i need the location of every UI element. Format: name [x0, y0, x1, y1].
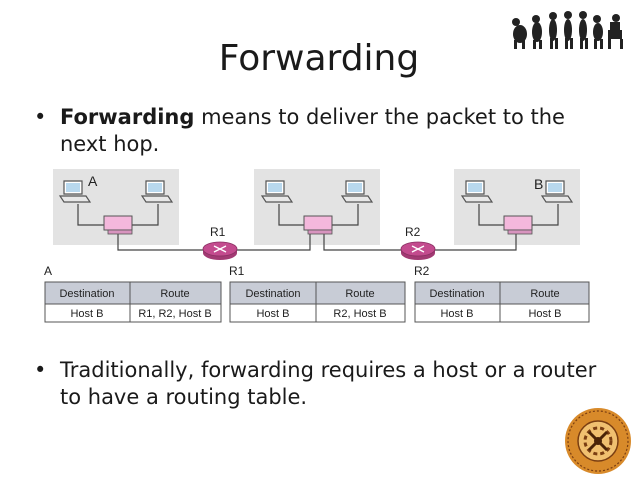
routing-table-r1: Destination Route Host B R2, Host B	[229, 281, 406, 323]
table-cell: Host B	[440, 308, 473, 320]
host-a-label: A	[88, 173, 98, 189]
router-r2-label: R2	[405, 225, 421, 239]
slide-title: Forwarding	[218, 38, 420, 79]
table-header-cell: Destination	[245, 288, 300, 300]
bullet-traditional-forwarding: • Traditionally, forwarding requires a h…	[34, 357, 608, 411]
switch-icon	[503, 215, 533, 235]
table-cell: Host B	[70, 308, 103, 320]
host-b-label: B	[534, 176, 543, 192]
table-header-cell: Destination	[429, 288, 484, 300]
table-cell: Host B	[528, 308, 561, 320]
router-icon-r1	[202, 241, 238, 261]
bullet-dot: •	[34, 105, 47, 129]
bullet-bold-term: Forwarding	[60, 105, 195, 129]
table-r1-name: R1	[229, 264, 245, 278]
bullet-dot: •	[34, 358, 47, 382]
evolution-silhouette-icon	[512, 11, 623, 49]
college-seal-icon	[565, 408, 631, 474]
table-a-name: A	[44, 264, 52, 278]
table-cell: Host B	[256, 308, 289, 320]
table-header-cell: Route	[160, 288, 189, 300]
routing-table-r2: Destination Route Host B Host B	[414, 281, 590, 323]
router-icon-r2	[400, 241, 436, 261]
switch-icon	[303, 215, 333, 235]
routing-table-a: Destination Route Host B R1, R2, Host B	[44, 281, 222, 323]
table-r2-name: R2	[414, 264, 430, 278]
switch-icon	[103, 215, 133, 235]
bullet-text: Traditionally, forwarding requires a hos…	[60, 358, 597, 409]
router-r1-label: R1	[210, 225, 226, 239]
table-header-cell: Destination	[59, 288, 114, 300]
table-header-cell: Route	[345, 288, 374, 300]
table-cell: R2, Host B	[333, 308, 386, 320]
table-header-cell: Route	[530, 288, 559, 300]
table-cell: R1, R2, Host B	[138, 308, 211, 320]
bullet-forwarding-definition: • Forwarding means to deliver the packet…	[34, 104, 608, 158]
bullet-text: means to deliver the packet to the next …	[60, 105, 565, 156]
